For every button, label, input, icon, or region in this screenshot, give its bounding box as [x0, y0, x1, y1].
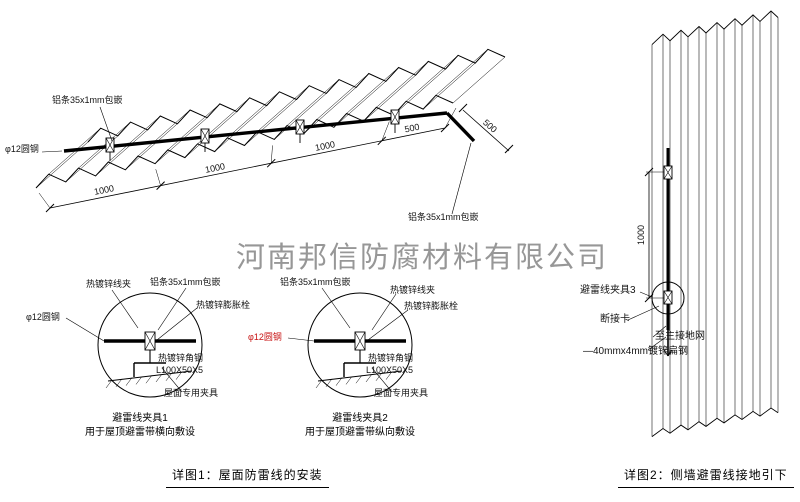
d2-label-wire-clip: 热镀锌线夹 — [390, 285, 436, 295]
w-label-disconnect: 断接卡 — [600, 314, 630, 325]
label-aluminum-strip-top: 铝条35x1mm包嵌 — [52, 95, 123, 105]
label-round-steel-roof: φ12圆钢 — [5, 144, 39, 154]
company-watermark: 河南邦信防腐材料有限公司 — [236, 240, 609, 274]
caption-detail1: 详图1：屋面防雷线的安装 — [166, 466, 329, 488]
d2-subtitle: 用于屋顶避雷带纵向敷设 — [305, 427, 415, 438]
d2-label-angle-size: L100X50X5 — [366, 365, 414, 375]
label-aluminum-strip-right: 铝条35x1mm包嵌 — [408, 212, 479, 222]
d1-label-strip: 铝条35x1mm包嵌 — [150, 277, 221, 287]
d1-label-fixture: 屋面专用夹具 — [164, 388, 219, 398]
caption-detail2: 详图2：侧墙避雷线接地引下 — [618, 466, 794, 488]
d2-label-strip: 铝条35x1mm包嵌 — [280, 277, 351, 287]
d2-label-bolt: 热镀锌膨胀栓 — [404, 301, 459, 311]
d1-label-angle-size: L100X50X5 — [156, 365, 204, 375]
w-label-clamp3: 避雷线夹具3 — [580, 285, 636, 296]
d2-label-angle: 热镀锌角钢 — [368, 353, 414, 363]
d1-title: 避雷线夹具1 — [112, 413, 168, 424]
w-label-flat-steel: —40mmx4mm镀锌扁钢 — [583, 346, 689, 357]
w-dim-1000: 1000 — [636, 224, 646, 246]
d2-title: 避雷线夹具2 — [332, 413, 388, 424]
w-label-to-ground: 至主接地网 — [655, 331, 705, 342]
d2-label-rod: φ12圆钢 — [248, 332, 282, 342]
d1-label-wire-clip: 热镀锌线夹 — [86, 279, 132, 289]
d1-subtitle: 用于屋顶避雷带横向敷设 — [85, 427, 195, 438]
d1-label-rod: φ12圆钢 — [26, 312, 60, 322]
d1-label-bolt: 热镀锌膨胀栓 — [196, 300, 251, 310]
d1-label-angle: 热镀锌角钢 — [158, 353, 204, 363]
d2-label-fixture: 屋面专用夹具 — [374, 388, 429, 398]
